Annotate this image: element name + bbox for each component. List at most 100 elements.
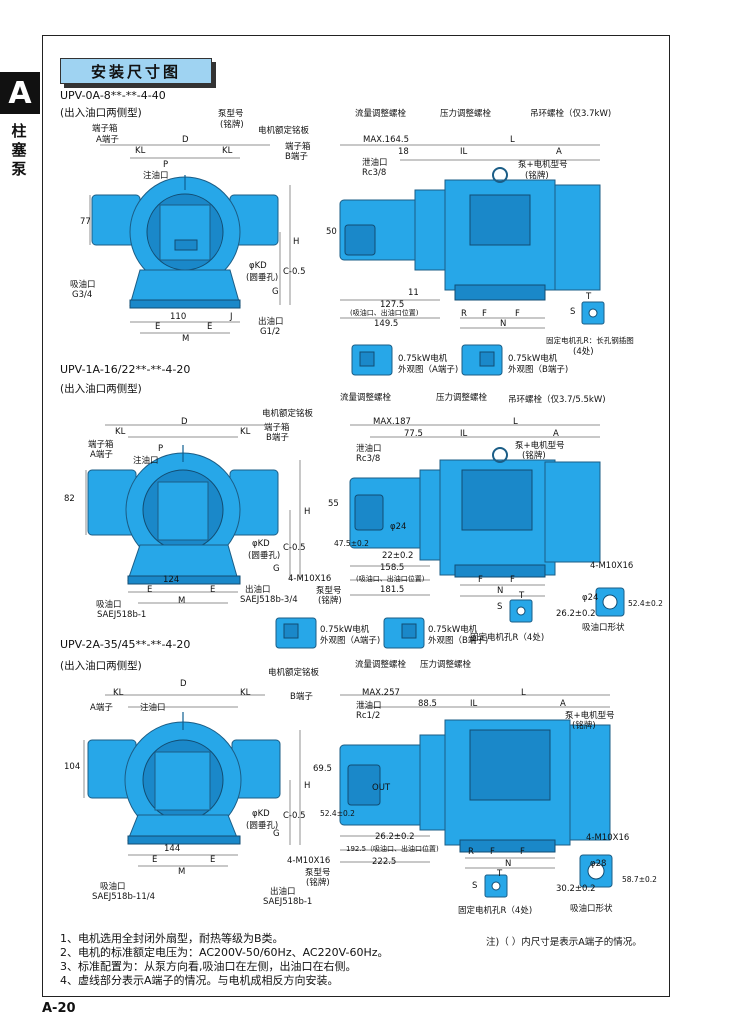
label: 固定电机孔R（4处)	[458, 906, 533, 916]
label: C-0.5	[283, 811, 306, 821]
label: SAEJ518b-1	[97, 610, 147, 620]
label: 0.75kW电机	[320, 625, 370, 635]
variant-thumbnails-1	[351, 344, 503, 376]
label: N	[505, 859, 512, 869]
side-view-2	[349, 424, 625, 623]
label: 69.5	[313, 764, 332, 774]
side-view-1	[339, 144, 605, 329]
label: (圆垂孔)	[246, 821, 279, 831]
label: SAEJ518b-11/4	[92, 892, 156, 902]
page-number: A-20	[42, 1001, 76, 1016]
label: T	[519, 591, 525, 601]
label: 11	[408, 288, 419, 298]
label: KL	[135, 146, 146, 156]
label: 固定电机孔R：长孔钢插图	[546, 336, 634, 345]
label: 流量调整螺栓	[355, 660, 407, 670]
label: φ28	[590, 859, 607, 869]
label: KL	[240, 688, 251, 698]
label: φKD	[252, 539, 270, 549]
label: 流量调整螺栓	[340, 393, 392, 403]
section-tab: A	[0, 72, 40, 114]
label: 泄油口	[356, 444, 382, 454]
label: M	[178, 596, 186, 606]
label: IL	[470, 699, 478, 709]
section-label: 柱 塞 泵	[8, 122, 30, 179]
label: 外观图（B端子)	[508, 365, 569, 375]
label: T	[586, 292, 592, 302]
front-view-1	[89, 144, 291, 334]
label: D	[181, 417, 188, 427]
label: (圆垂孔)	[248, 551, 281, 561]
label: 吸油口	[70, 280, 96, 290]
label: 外观图（A端子)	[320, 636, 381, 646]
label: 出油口	[258, 317, 284, 327]
label: IL	[460, 147, 468, 157]
label: 104	[64, 762, 81, 772]
label: 电机额定铭板	[258, 126, 310, 136]
notes-list: 1、电机选用全封闭外扇型，耐热等级为B类。 2、电机的标准额定电压为：AC200…	[60, 932, 389, 988]
label: 外观图（A端子)	[398, 365, 459, 375]
label: 144	[164, 844, 181, 854]
label: 泵型号	[316, 586, 342, 596]
label: 124	[163, 575, 180, 585]
model-2a: UPV-2A-35/45**-**-4-20	[60, 638, 191, 651]
label: P	[158, 444, 164, 454]
label: E	[152, 855, 158, 865]
note-item: 3、标准配置为：从泵方向看,吸油口在左侧，出油口在右侧。	[60, 960, 357, 973]
label: 端子箱	[285, 142, 311, 152]
label: 泄油口	[362, 158, 388, 168]
label: KL	[113, 688, 124, 698]
section-label-char: 柱	[11, 122, 27, 140]
label: 55	[328, 499, 339, 509]
label: E	[147, 585, 153, 595]
subtitle-0a: (出入油口两侧型)	[60, 107, 142, 119]
label: 压力调整螺栓	[436, 393, 488, 403]
label: 82	[64, 494, 75, 504]
footnote: 注)（ ）内尺寸是表示A端子的情况。	[486, 937, 642, 948]
label: M	[182, 334, 190, 344]
label: F	[490, 847, 495, 857]
label: 4-M10X16	[287, 856, 331, 866]
label: S	[472, 881, 478, 891]
label: E	[207, 322, 213, 332]
label: E	[210, 585, 216, 595]
label: 0.75kW电机	[508, 354, 558, 364]
label: F	[478, 575, 483, 585]
label: 固定电机孔R（4处)	[470, 633, 545, 643]
label: A	[560, 699, 566, 709]
label: 4-M10X16	[288, 574, 332, 584]
label: 外观图（B端子)	[428, 636, 489, 646]
label: 52.4±0.2	[320, 809, 355, 818]
label: 22±0.2	[382, 551, 414, 561]
front-view-3	[83, 694, 301, 867]
label: 电机额定铭板	[262, 409, 314, 419]
label: 50	[326, 227, 337, 237]
label: 127.5	[380, 300, 405, 310]
label: 压力调整螺栓	[420, 660, 472, 670]
label: φKD	[249, 261, 267, 271]
label: (4处)	[573, 347, 594, 357]
label: 端子箱	[92, 124, 118, 134]
label: F	[482, 309, 487, 319]
label: 注油口	[133, 456, 159, 466]
label: 吸油口形状	[582, 623, 625, 633]
label: 181.5	[380, 585, 405, 595]
label: 192.5（吸油口、出油口位置)	[346, 845, 439, 853]
label: 泵+电机型号	[515, 441, 565, 451]
label: (吸油口、出油口位置)	[350, 309, 419, 317]
label: KL	[222, 146, 233, 156]
label: G1/2	[260, 327, 281, 337]
label: (铭牌)	[318, 596, 342, 606]
label: A	[556, 147, 562, 157]
label: 端子箱	[88, 440, 114, 450]
page-title: 安装尺寸图	[60, 58, 212, 84]
label: (铭牌)	[525, 171, 549, 181]
label: H	[293, 237, 300, 247]
label: 注油口	[140, 703, 166, 713]
label: 110	[170, 312, 187, 322]
label: SAEJ518b-3/4	[240, 595, 298, 605]
label: 泄油口	[356, 701, 382, 711]
label: S	[497, 602, 503, 612]
label: 30.2±0.2	[556, 884, 596, 894]
